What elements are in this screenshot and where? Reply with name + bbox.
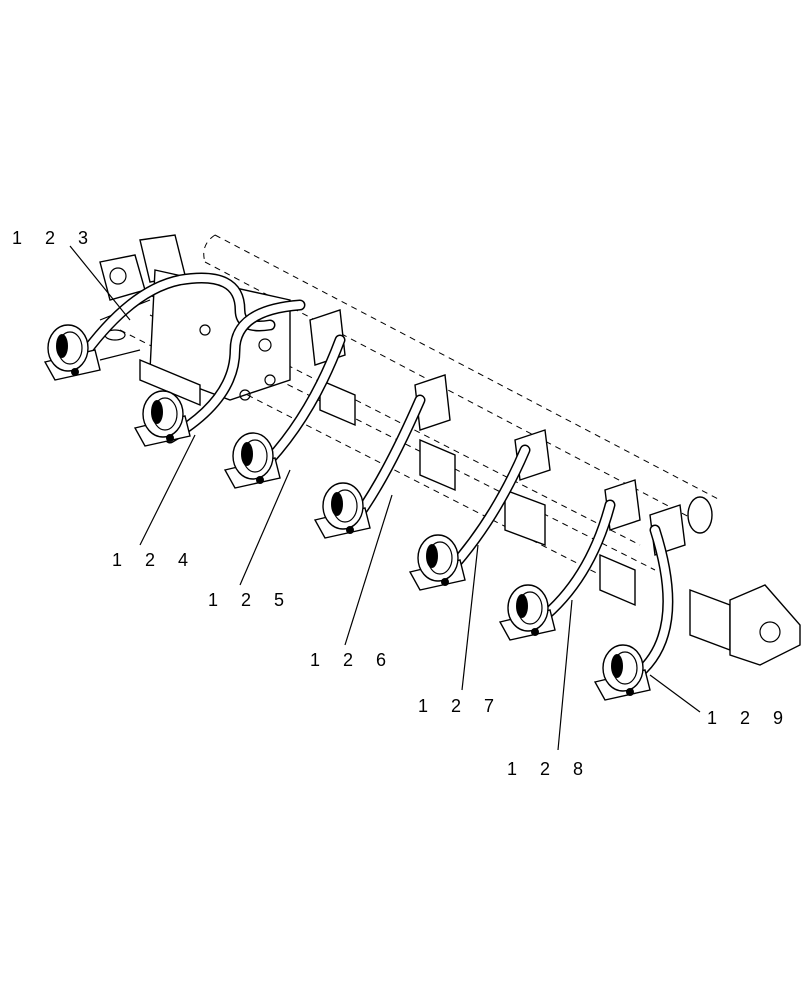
callout-128: 1 2 8 <box>507 759 592 779</box>
callout-124: 1 2 4 <box>112 550 197 570</box>
row-unit-129 <box>593 644 651 701</box>
callout-129: 1 2 9 <box>707 708 792 728</box>
callout-125: 1 2 5 <box>208 590 293 610</box>
row-unit-127 <box>408 534 466 591</box>
row-unit-125 <box>223 432 281 489</box>
callout-127: 1 2 7 <box>418 696 503 716</box>
right-end-bracket <box>687 496 801 666</box>
left-mount-bracket <box>99 234 291 407</box>
row-unit-123 <box>43 324 101 381</box>
callout-123: 1 2 3 <box>12 228 97 248</box>
row-unit-128 <box>498 584 556 641</box>
row-unit-126 <box>313 482 371 539</box>
callout-126: 1 2 6 <box>310 650 395 670</box>
leader-lines <box>69 245 701 751</box>
callout-labels: 1 2 3 1 2 4 1 2 5 1 2 6 1 2 7 1 2 8 1 2 … <box>12 228 792 779</box>
row-units <box>43 324 651 701</box>
row-unit-124 <box>133 390 191 447</box>
